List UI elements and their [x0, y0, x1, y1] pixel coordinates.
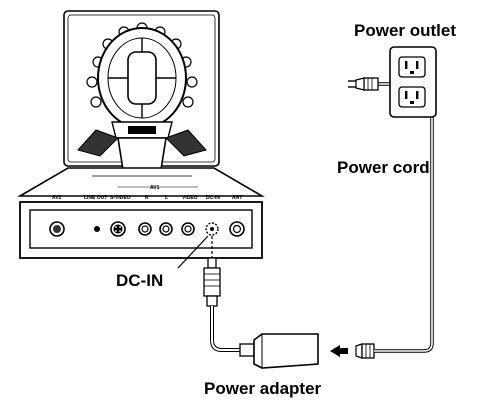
wall-plug	[348, 77, 379, 91]
av2-port	[49, 221, 65, 237]
hinge	[77, 121, 207, 177]
port-label-s-video: S-VIDEO	[110, 195, 131, 201]
power-outlet-callout: Power outlet	[354, 21, 456, 40]
power-adapter	[253, 333, 319, 369]
port-label-av2: AV2	[52, 195, 62, 201]
port-label-line-out: LINE OUT	[84, 195, 107, 201]
port-connectors	[49, 221, 245, 237]
ant-port	[229, 221, 245, 237]
port-label-video: VIDEO	[182, 195, 198, 201]
tv-unit: AV1 AV2 LINE OUT S-VIDEO R L VIDEO DC-IN…	[17, 10, 265, 259]
line-out-port	[94, 226, 100, 232]
video-port	[181, 222, 195, 236]
s-video-port	[110, 221, 126, 237]
power-cord-callout: Power cord	[337, 158, 430, 177]
l-port	[159, 222, 173, 236]
back-plate	[97, 27, 187, 129]
dc-in-leader-line	[177, 235, 209, 269]
dc-plug	[203, 257, 221, 307]
power-cord	[374, 82, 434, 353]
base-top	[17, 167, 265, 197]
av1-group-label: AV1	[150, 185, 160, 191]
port-labels: AV1 AV2 LINE OUT S-VIDEO R L VIDEO DC-IN…	[52, 185, 242, 201]
port-label-dc-in: DC-IN	[206, 195, 220, 201]
power-outlet	[389, 46, 437, 118]
dc-cable	[210, 306, 255, 357]
port-label-r: R	[145, 195, 149, 201]
dc-in-port	[205, 222, 219, 236]
port-label-l: L	[165, 195, 168, 201]
dc-in-callout: DC-IN	[116, 271, 163, 290]
r-port	[138, 222, 152, 236]
adapter-inlet-plug	[355, 343, 375, 359]
power-adapter-callout: Power adapter	[204, 379, 322, 398]
arrow-left-icon	[330, 345, 348, 357]
port-label-ant: ANT	[232, 195, 242, 201]
